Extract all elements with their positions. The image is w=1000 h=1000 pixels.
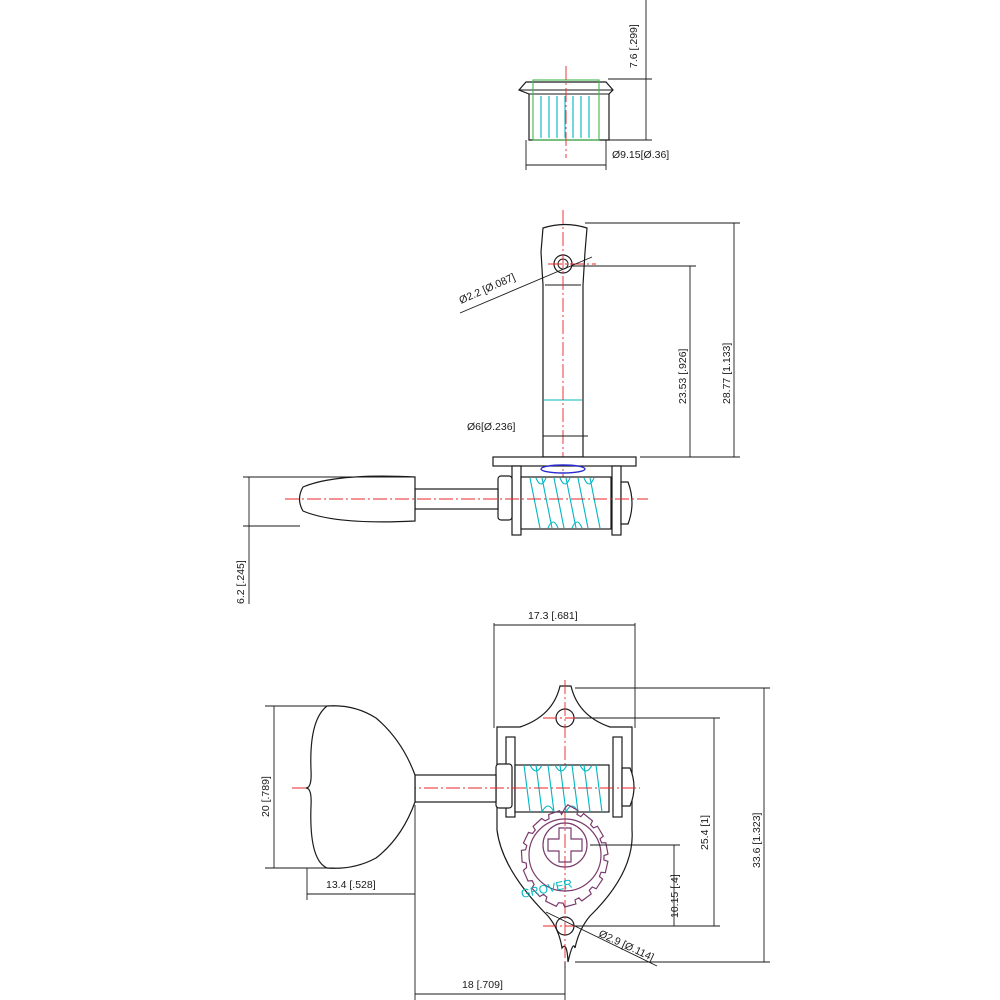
plate-height-label: 33.6 [1.323]: [751, 812, 763, 868]
button-thickness-label: 6.2 [.245]: [235, 560, 247, 604]
post-total-height-label: 28.77 [1.133]: [721, 343, 733, 404]
button-width-label: 13.4 [.528]: [326, 879, 376, 891]
button-height-label: 20 [.789]: [260, 776, 272, 817]
cap-bushing-view: [517, 66, 614, 158]
button-to-post-label: 18 [.709]: [462, 979, 503, 991]
post-side-view: [285, 210, 648, 536]
cap-height-label: 7.6 [.299]: [628, 24, 640, 68]
shaft-offset-label: 10.15 [.4]: [669, 874, 681, 918]
mount-hole-label: Ø2.9 [Ø.114]: [597, 928, 656, 964]
hole-spacing-label: 25.4 [1]: [699, 815, 711, 850]
cap-dimensions: 7.6 [.299] Ø9.15[Ø.36]: [525, 0, 669, 170]
post-diameter-label: Ø6[Ø.236]: [467, 421, 516, 433]
cap-diameter-label: Ø9.15[Ø.36]: [612, 149, 669, 161]
post-height-to-hole-label: 23.53 [.926]: [677, 348, 689, 404]
plate-width-label: 17.3 [.681]: [528, 610, 578, 622]
plate-front-view: [292, 680, 640, 968]
post-dimensions: Ø2.2 [Ø.087] 23.53 [.926] 28.77 [1.133] …: [235, 222, 740, 604]
